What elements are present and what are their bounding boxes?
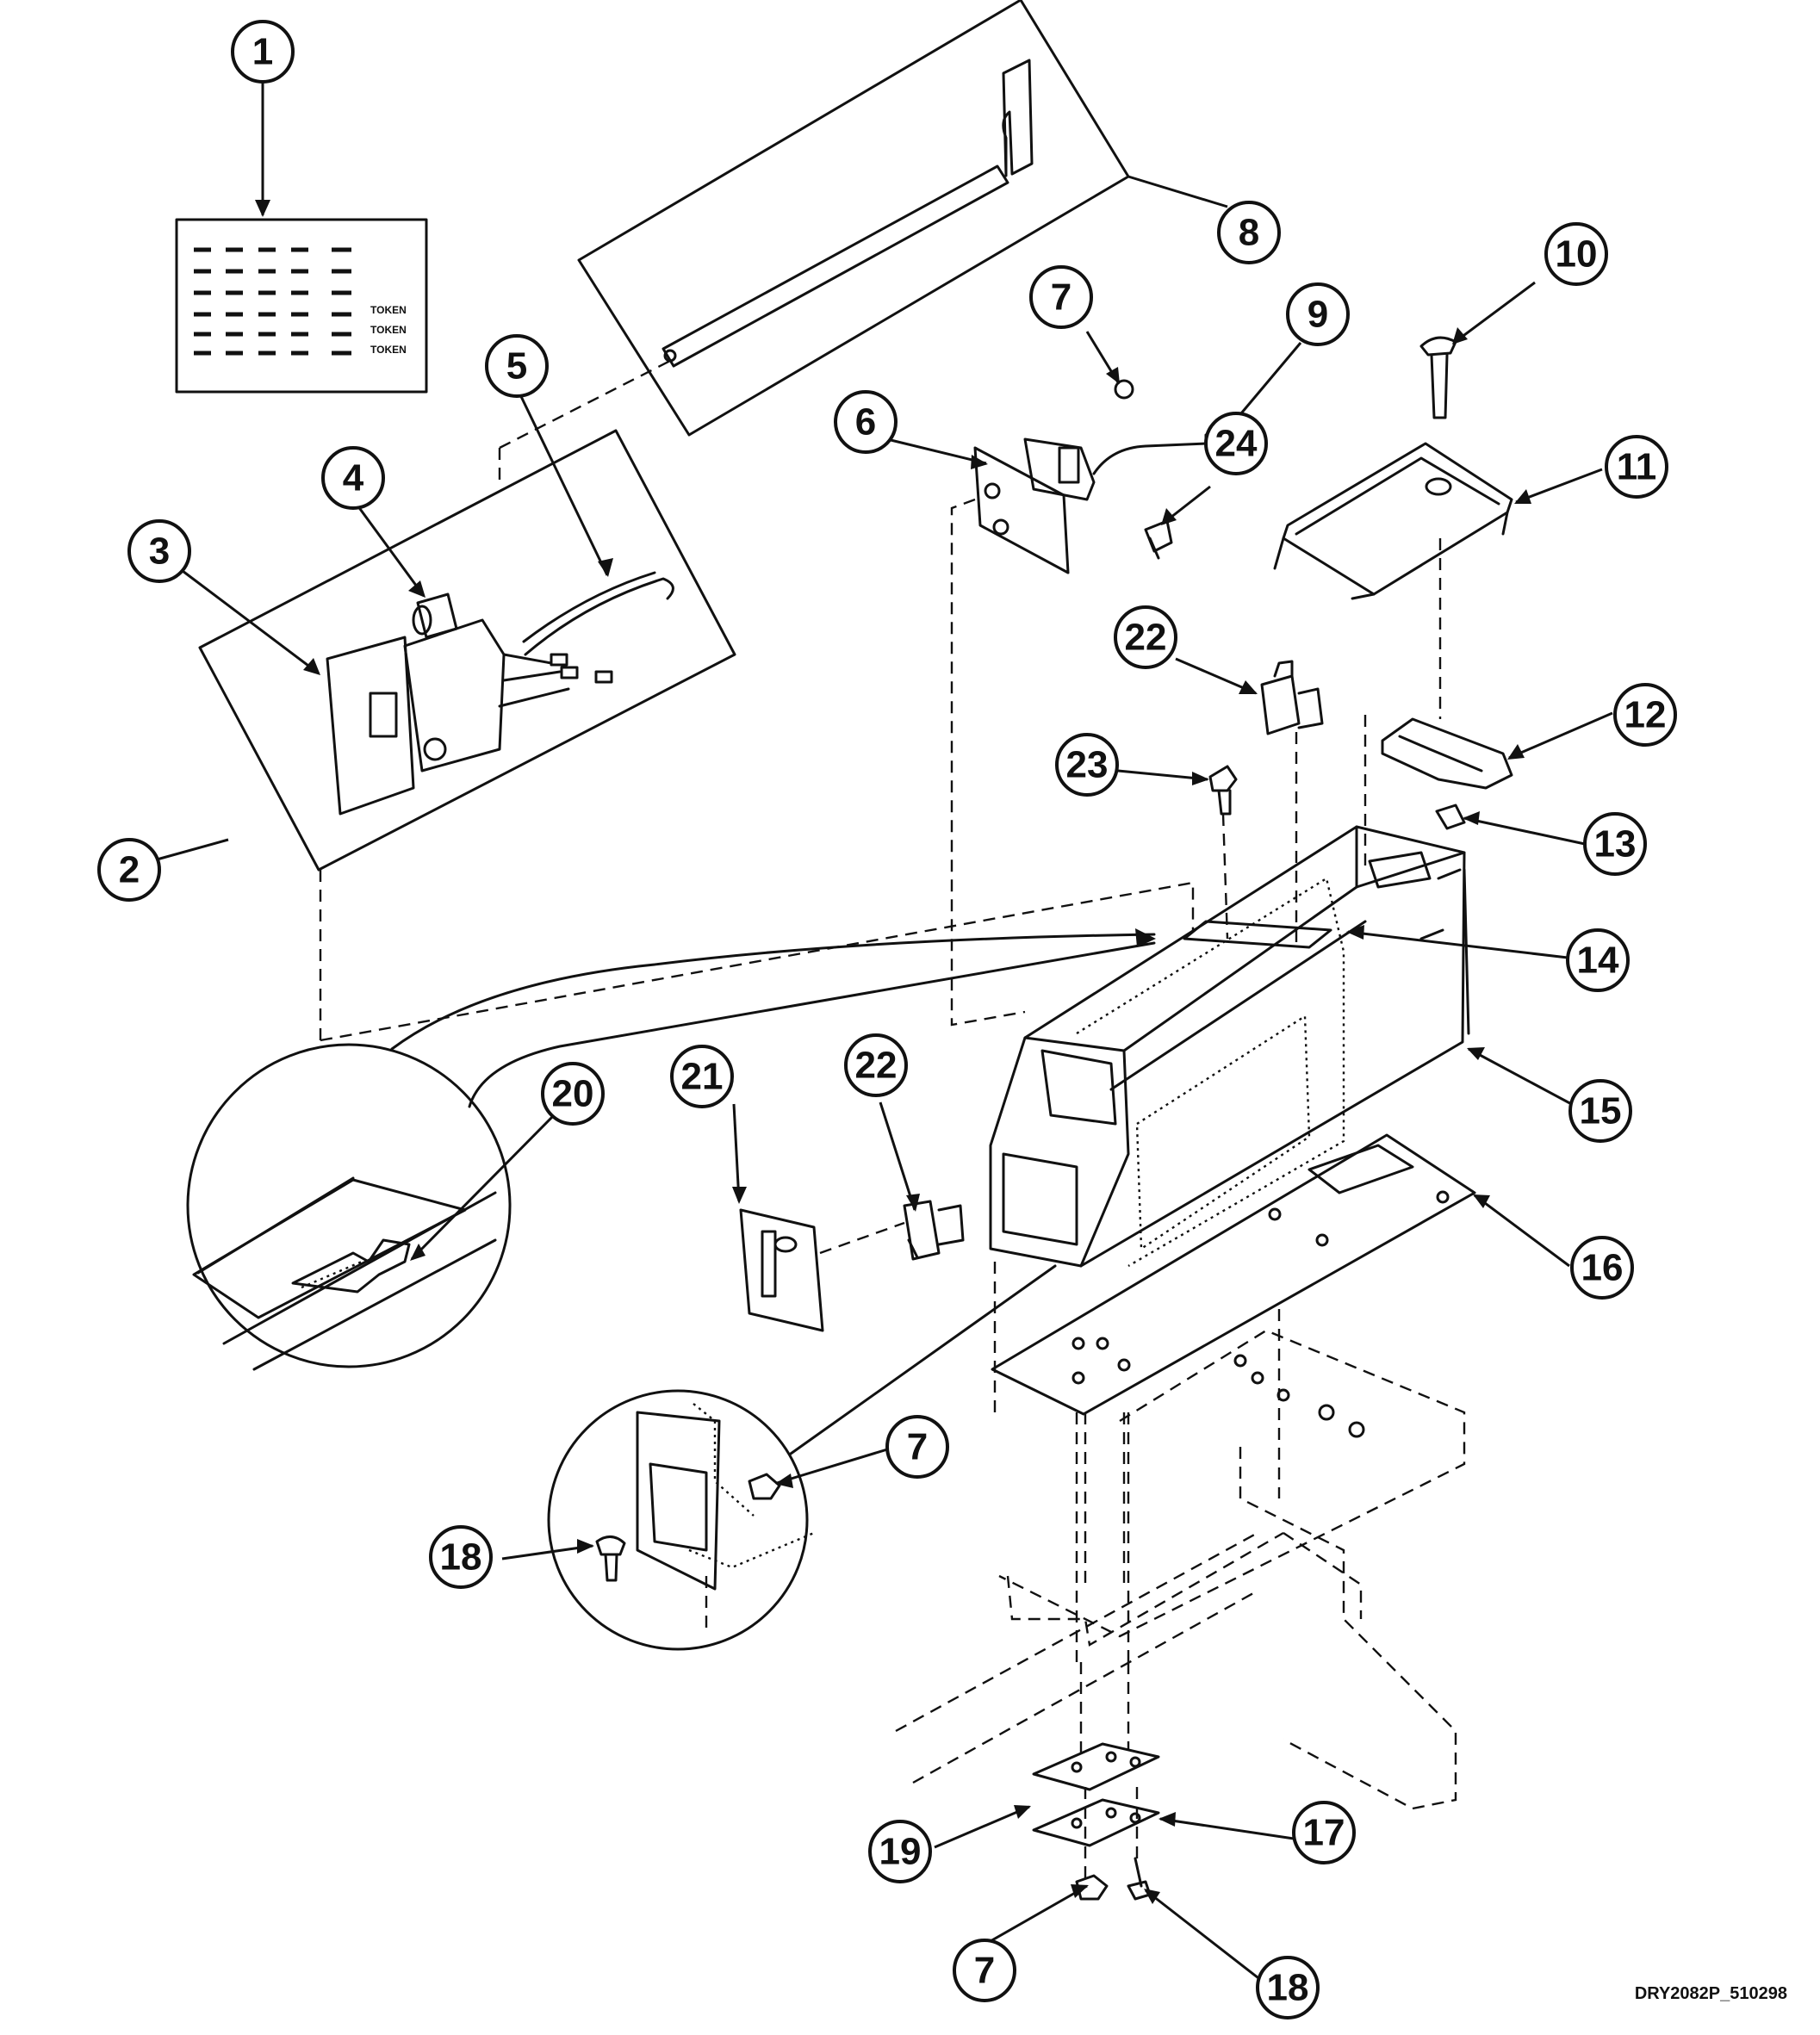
callout-17: 17 <box>1292 1801 1356 1864</box>
callout-8-number: 8 <box>1239 212 1259 254</box>
detail-arrow <box>1135 928 1156 947</box>
callout-1: 1 <box>231 20 295 84</box>
callout-14-number: 14 <box>1577 940 1619 982</box>
callout-6: 6 <box>834 390 898 454</box>
callout-15-number: 15 <box>1580 1090 1622 1132</box>
token-label-2: TOKEN <box>370 324 407 336</box>
top-cover <box>1273 442 1513 600</box>
hex-bolt <box>1208 765 1238 816</box>
callout-15: 15 <box>1568 1079 1632 1143</box>
callout-22-lower-number: 22 <box>855 1045 898 1087</box>
callout-12-number: 12 <box>1624 694 1667 736</box>
callout-5: 5 <box>485 334 549 398</box>
callout-2-number: 2 <box>119 849 140 891</box>
token-label-1: TOKEN <box>370 304 407 316</box>
callout-16: 16 <box>1570 1236 1634 1300</box>
detail-magnifier-mount <box>547 1264 1057 1651</box>
callout-22-lower: 22 <box>844 1033 908 1097</box>
callout-9: 9 <box>1286 282 1350 346</box>
callout-3-number: 3 <box>149 530 170 573</box>
detail-magnifier-tab <box>186 933 1156 1371</box>
micro-switch-upper <box>1260 660 1324 735</box>
callout-9-number: 9 <box>1308 294 1328 336</box>
leader-lines <box>150 73 1613 1982</box>
callout-7-bottom-number: 7 <box>974 1950 995 1992</box>
label-sheet-dashes <box>194 247 351 356</box>
callout-22-upper: 22 <box>1114 605 1177 669</box>
callout-23-number: 23 <box>1066 744 1109 786</box>
callout-6-number: 6 <box>855 401 876 444</box>
callout-11-number: 11 <box>1617 446 1657 488</box>
callout-22-upper-number: 22 <box>1125 617 1167 659</box>
callout-7-detail-number: 7 <box>907 1426 928 1468</box>
callout-11: 11 <box>1605 435 1668 499</box>
callout-13-number: 13 <box>1594 823 1637 865</box>
callout-4: 4 <box>321 446 385 510</box>
callout-18-bottom: 18 <box>1256 1956 1320 2019</box>
mounting-plate-upper <box>1032 1742 1160 1791</box>
callout-2: 2 <box>97 838 161 902</box>
label-sheet: TOKEN TOKEN TOKEN <box>175 218 428 394</box>
mounting-plate-lower <box>1032 1798 1160 1847</box>
callout-7-bottom: 7 <box>953 1939 1016 2002</box>
callout-10-number: 10 <box>1556 233 1598 276</box>
drawing-id-label: DRY2082P_510298 <box>1634 1984 1787 2003</box>
callout-18-detail-number: 18 <box>440 1536 482 1579</box>
callout-12: 12 <box>1613 683 1677 747</box>
callout-20-number: 20 <box>552 1073 594 1115</box>
callout-13: 13 <box>1583 812 1647 876</box>
micro-switch-lower <box>903 1200 965 1261</box>
callout-23: 23 <box>1055 733 1119 797</box>
callout-1-number: 1 <box>252 31 273 73</box>
callout-19: 19 <box>868 1820 932 1883</box>
callout-7-top: 7 <box>1029 265 1093 329</box>
assembly-guide-lines <box>319 358 1442 1882</box>
lid-bracket <box>1381 717 1513 790</box>
callout-7-detail: 7 <box>885 1415 949 1479</box>
callout-3: 3 <box>127 519 191 583</box>
callout-18-bottom-number: 18 <box>1267 1967 1309 2009</box>
callout-20: 20 <box>541 1062 605 1126</box>
callout-10: 10 <box>1544 222 1608 286</box>
callout-7-top-number: 7 <box>1051 276 1072 319</box>
base-plate <box>991 1133 1476 1416</box>
callout-21: 21 <box>670 1045 734 1108</box>
callout-19-number: 19 <box>879 1831 922 1873</box>
switch-bracket-assembly <box>973 379 1227 574</box>
clip-nut <box>1435 803 1466 830</box>
main-housing <box>989 825 1470 1268</box>
screw <box>1419 336 1457 419</box>
strap-bracket-kit <box>577 0 1130 437</box>
callout-4-number: 4 <box>343 457 364 499</box>
callout-24: 24 <box>1204 412 1268 475</box>
callout-8: 8 <box>1217 201 1281 264</box>
token-label-3: TOKEN <box>370 344 407 356</box>
callout-17-number: 17 <box>1303 1812 1345 1854</box>
callout-21-number: 21 <box>681 1056 724 1098</box>
callout-24-number: 24 <box>1215 423 1258 465</box>
instruction-label <box>739 1208 824 1332</box>
dryer-frame-outline <box>895 1309 1466 1810</box>
callout-16-number: 16 <box>1581 1247 1624 1289</box>
callout-18-detail: 18 <box>429 1525 493 1589</box>
callout-5-number: 5 <box>506 345 527 388</box>
hex-nut-bottom <box>1075 1874 1109 1901</box>
coin-mechanism-kit <box>198 429 736 872</box>
callout-14: 14 <box>1566 928 1630 992</box>
wire-clip <box>1144 519 1173 560</box>
